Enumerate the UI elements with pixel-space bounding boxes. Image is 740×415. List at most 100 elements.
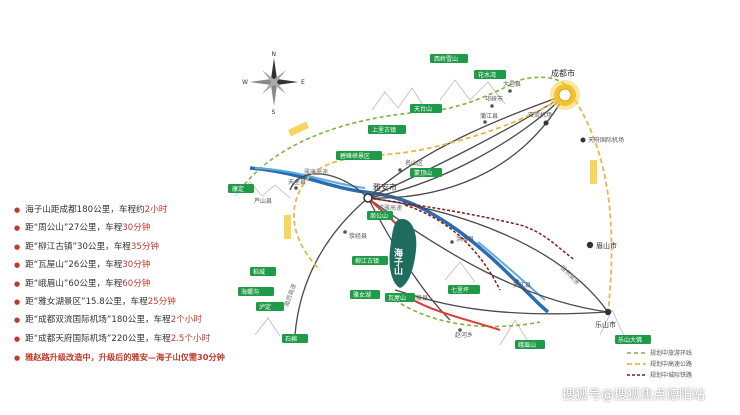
legend-tourism-ring: 规划中旅游环线 <box>650 349 692 357</box>
airport-tianfu-dot <box>580 137 586 143</box>
svg-text:泸定: 泸定 <box>259 303 271 311</box>
tag-hailuogou: 海螺沟 <box>238 287 274 296</box>
planned-tourism-ring <box>239 76 569 191</box>
mountain-sketch <box>371 87 427 111</box>
river <box>477 241 546 301</box>
tag-shangli: 上里古镇 <box>368 125 406 134</box>
tag-mengding: 蒙顶山 <box>410 168 442 177</box>
planned-railway <box>367 197 576 261</box>
mountain-sketch <box>254 317 281 337</box>
city-dot-leshan <box>604 308 612 316</box>
planned-label-bg <box>288 121 310 137</box>
road-yaxi: 雅西高速 <box>282 282 298 307</box>
svg-text:乐山大佛: 乐山大佛 <box>618 336 642 344</box>
svg-text:雅女湖: 雅女湖 <box>353 291 371 299</box>
airport-shuangliu-dot <box>543 120 549 126</box>
tag-zhougong: 周公山 <box>367 211 393 220</box>
mountain-sketch <box>499 319 531 346</box>
town-pujiang: 蒲江县 <box>480 112 498 120</box>
town-zhaozhen: 赵河乡 <box>455 331 473 339</box>
distance-list: ●海子山距成都180公里，车程约2小时 ●距“周公山”27公里，车程30分钟 ●… <box>14 201 284 367</box>
tag-shimian: 石棉 <box>282 334 308 343</box>
town-danling: 丹棱县 <box>410 294 428 302</box>
legend-expressway: 规划中高速公路 <box>650 360 692 368</box>
road-yale: 雅乐高速 <box>559 264 582 287</box>
svg-text:天台山: 天台山 <box>414 105 432 113</box>
svg-text:海螺沟: 海螺沟 <box>241 288 259 296</box>
tag-emei: 峨眉山 <box>515 340 545 349</box>
tag-waowu: 瓦屋山 <box>385 293 415 302</box>
svg-text:石棉: 石棉 <box>285 335 297 343</box>
airport-tianfu-label: 天府国际机场 <box>588 136 624 144</box>
planned-expressway <box>574 99 613 313</box>
tag-tiantai: 天台山 <box>410 104 442 113</box>
town-dayi: 大邑县 <box>503 80 521 88</box>
tag-liujiang: 柳江古镇 <box>352 256 388 265</box>
svg-text:花水湾: 花水湾 <box>478 71 496 79</box>
tag-qiliping: 七里坪 <box>448 285 480 294</box>
svg-text:柳江古镇: 柳江古镇 <box>355 257 379 265</box>
svg-text:E: E <box>301 79 305 86</box>
planned-railway <box>404 204 501 291</box>
town-lushan: 芦山县 <box>254 197 272 205</box>
city-label-yaan: 雅安市 <box>373 182 397 192</box>
mountain-sketch <box>439 79 506 105</box>
town-tianquan: 天全县 <box>288 178 306 186</box>
tag-yanv: 雅女湖 <box>350 290 380 299</box>
tag-daocheng: 稻城 <box>250 267 276 276</box>
city-label-chengdu: 成都市 <box>551 68 575 78</box>
svg-text:N: N <box>272 51 277 58</box>
tag-xiling: 西岭雪山 <box>430 54 468 63</box>
svg-text:碧峰峡景区: 碧峰峡景区 <box>340 152 370 160</box>
svg-text:康定: 康定 <box>232 185 244 193</box>
distance-item: ●距“柳江古镇”30公里，车程35分钟 <box>14 241 160 252</box>
svg-text:S: S <box>272 109 276 116</box>
tag-huashui: 花水湾 <box>474 70 506 79</box>
town-qionglai: 邛崃市 <box>485 95 503 103</box>
mountain-sketch <box>444 261 476 283</box>
svg-text:上里古镇: 上里古镇 <box>372 126 396 134</box>
planned-label-bg <box>590 160 597 184</box>
distance-item: ●海子山距成都180公里，车程约2小时 <box>14 205 168 215</box>
map-legend: 规划中旅游环线 规划中高速公路 规划中城际铁路 <box>627 349 692 379</box>
road-yakang: 雅康高速 <box>304 168 328 176</box>
distance-item: ●距“瓦屋山”26公里，车程30分钟 <box>14 260 151 271</box>
svg-text:W: W <box>242 79 248 86</box>
tag-luding: 泸定 <box>256 302 284 311</box>
distance-item: ●距“周公山”27公里，车程30分钟 <box>14 223 151 234</box>
city-label-leshan: 乐山市 <box>595 320 616 329</box>
highway-network <box>289 94 609 336</box>
svg-text:蒙顶山: 蒙顶山 <box>414 169 432 177</box>
tag-bifengxia: 碧峰峡景区 <box>336 151 382 160</box>
distance-item: ●距“雅女湖景区”15.8公里，车程25分钟 <box>14 296 176 307</box>
svg-text:西岭雪山: 西岭雪山 <box>434 55 458 63</box>
svg-text:七里坪: 七里坪 <box>451 286 469 294</box>
chengdu-marker <box>550 80 580 110</box>
distance-item: ●距“成都双流国际机场”180公里，车程2个小时 <box>14 315 202 326</box>
svg-text:瓦屋山: 瓦屋山 <box>388 294 406 302</box>
mountain-sketch <box>599 309 626 339</box>
haizishan-label: 海子山 <box>392 247 403 276</box>
tag-leshanbuddha: 乐山大佛 <box>615 335 651 344</box>
tag-kangding: 康定 <box>228 184 254 193</box>
planned-tourism-ring <box>394 299 541 328</box>
town-yingjing: 荥经县 <box>349 232 367 240</box>
airport-shuangliu-label: 双流机场 <box>528 111 552 119</box>
city-dot-yaan <box>363 193 373 203</box>
planned-label-bg <box>284 215 291 239</box>
distance-item: ●距“成都天府国际机场”220公里，车程2.5个小时 <box>14 333 211 344</box>
distance-item: ●距“峨眉山”60公里，车程60分钟 <box>14 278 151 289</box>
town-mingshan: 名山区 <box>405 159 423 167</box>
watermark: 搜狐号@搜狐焦点德阳站 <box>562 388 706 403</box>
city-label-meishan: 眉山市 <box>596 241 617 250</box>
road-chengya: 成雅高速 <box>378 204 402 212</box>
svg-text:稻城: 稻城 <box>253 268 265 276</box>
town-jiajiang: 夹江县 <box>513 281 531 289</box>
svg-text:周公山: 周公山 <box>370 212 388 220</box>
road-upgrade-note: ●雅赵路升级改造中，升级后的雅安—海子山仅需30分钟 <box>14 352 225 363</box>
compass-icon: N S W E <box>242 51 305 116</box>
town-hongya: 洪雅县 <box>456 235 474 243</box>
city-dot-meishan <box>586 241 594 249</box>
svg-text:峨眉山: 峨眉山 <box>518 341 536 349</box>
